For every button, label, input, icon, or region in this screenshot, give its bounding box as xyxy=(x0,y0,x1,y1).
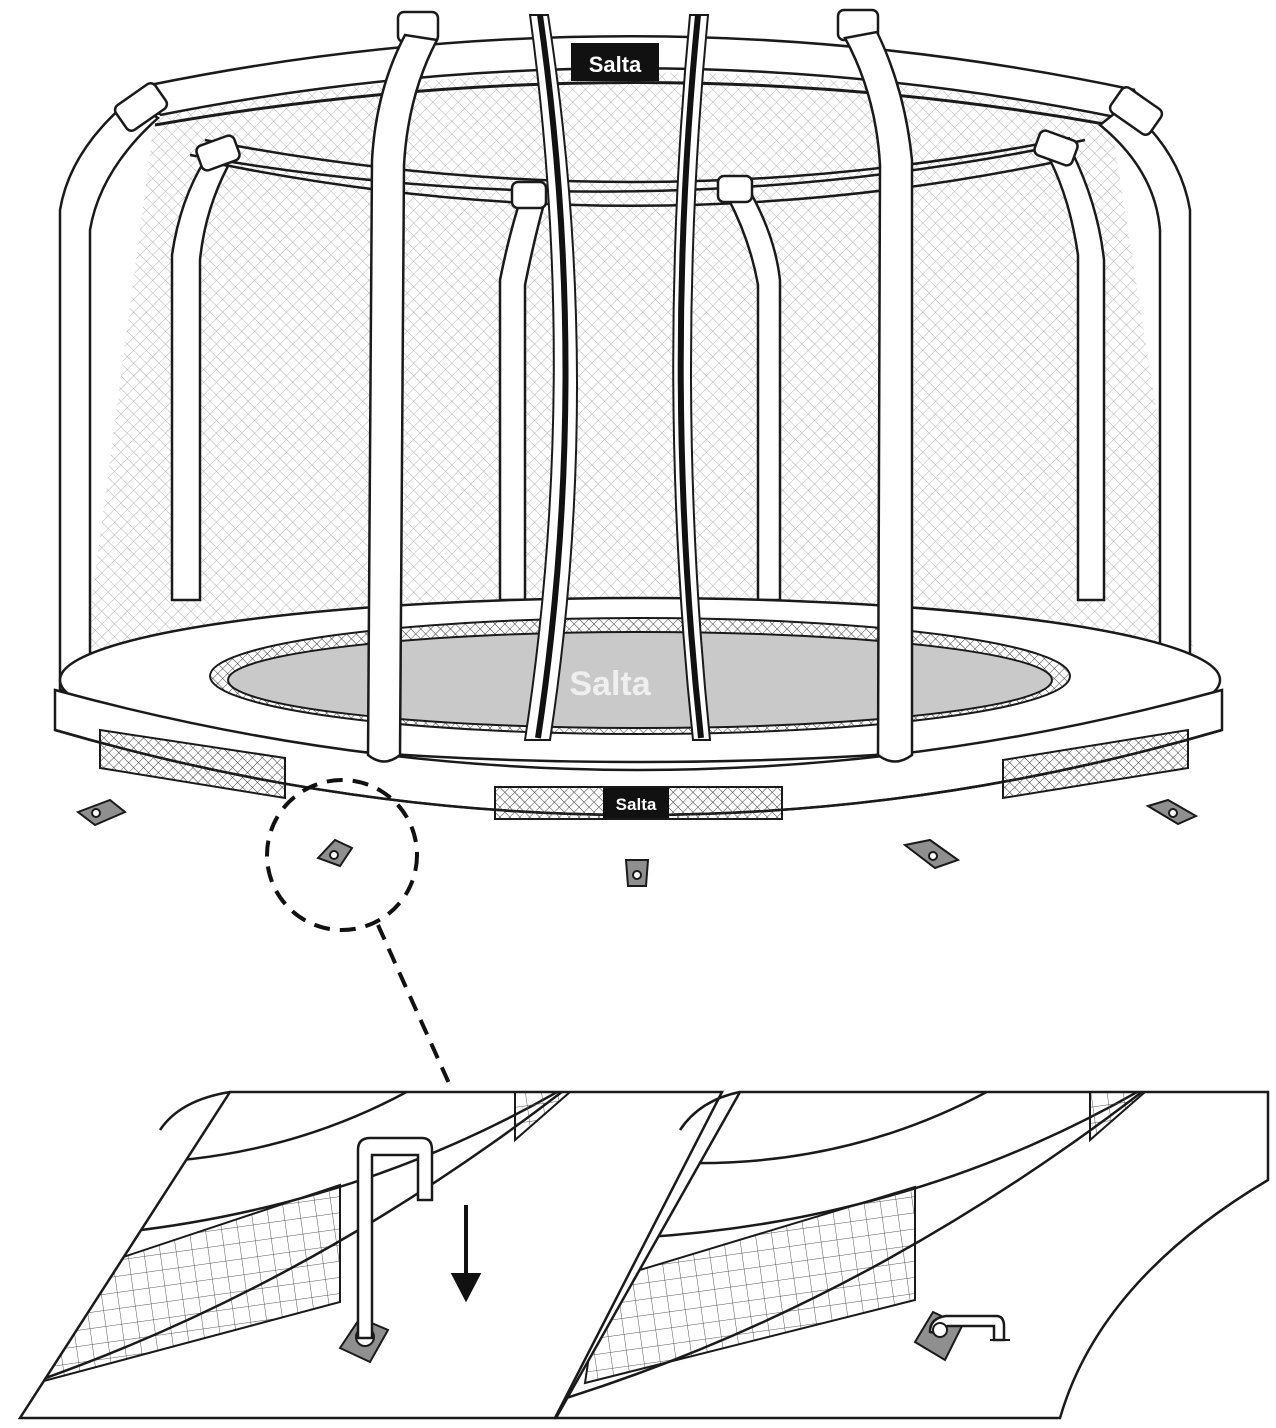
mat-logo: Salta xyxy=(569,665,651,703)
pole-caps xyxy=(113,8,1164,210)
padding-logo: Salta xyxy=(603,788,669,818)
net-entrance xyxy=(523,14,712,741)
anchor-tabs xyxy=(75,798,1199,887)
safety-net xyxy=(80,72,1200,690)
magnifier-callout xyxy=(265,778,454,1091)
detail-panel-after xyxy=(553,1090,1270,1420)
front-poles xyxy=(366,30,914,763)
back-poles xyxy=(58,98,1192,692)
padding-logo-text: Salta xyxy=(616,795,657,814)
frame-padding xyxy=(53,596,1224,820)
down-arrow-icon xyxy=(450,1205,482,1303)
top-logo-text: Salta xyxy=(589,52,642,77)
top-logo: Salta xyxy=(571,43,659,81)
